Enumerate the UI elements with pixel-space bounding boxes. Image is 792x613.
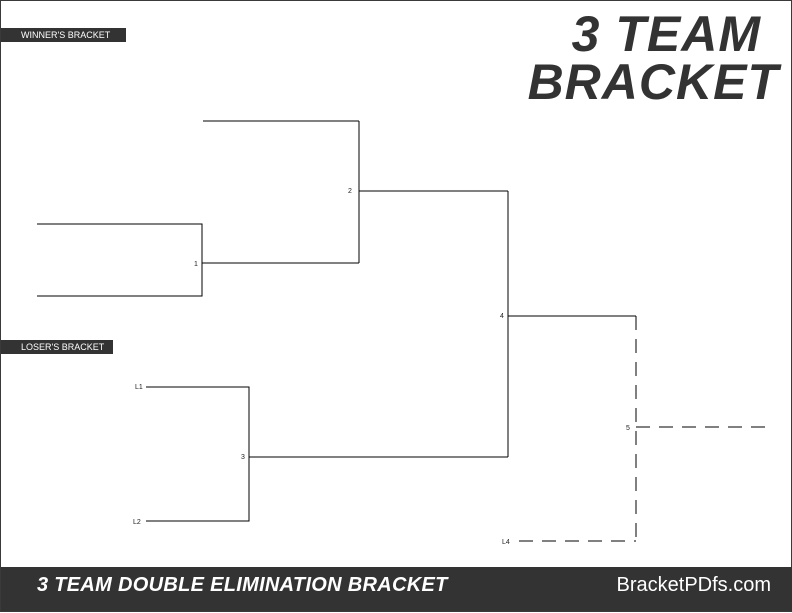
game-3-connector (146, 386, 250, 522)
footer-site-link[interactable]: BracketPDfs.com (616, 574, 771, 596)
footer-title: 3 TEAM DOUBLE ELIMINATION BRACKET (37, 574, 448, 596)
loser-slot-l1: L1 (135, 384, 143, 391)
game-2-number: 2 (348, 188, 352, 195)
game-1-connector (37, 223, 203, 297)
losers-bracket-label: LOSER'S BRACKET (1, 340, 113, 354)
game-4-number: 4 (500, 313, 504, 320)
winners-bracket-label: WINNER'S BRACKET (1, 28, 126, 42)
loser-slot-l4: L4 (502, 539, 510, 546)
game-3-number: 3 (241, 454, 245, 461)
loser-slot-l2: L2 (133, 519, 141, 526)
page-title-line2: BRACKET (527, 54, 779, 110)
game-5-number: 5 (626, 425, 630, 432)
page-title-line1: 3 TEAM (571, 6, 761, 62)
footer-bar: 3 TEAM DOUBLE ELIMINATION BRACKET Bracke… (1, 567, 792, 611)
game-1-number: 1 (194, 261, 198, 268)
